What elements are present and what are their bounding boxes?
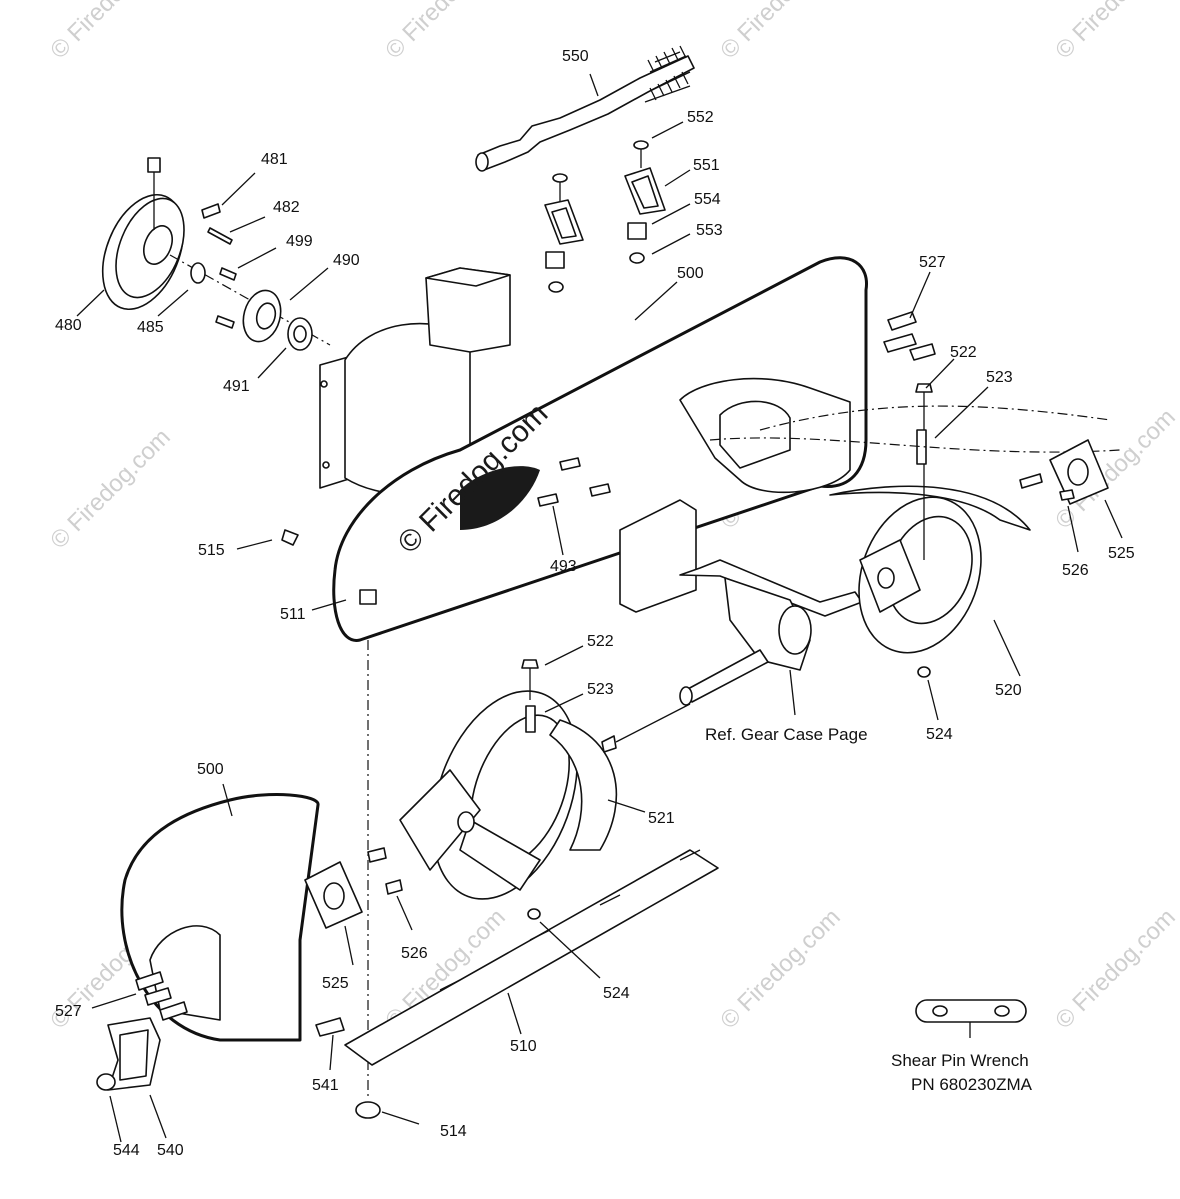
housing-bolts bbox=[281, 311, 936, 546]
callout-527-top: 527 bbox=[919, 254, 946, 271]
callout-554: 554 bbox=[694, 191, 721, 208]
callout-552: 552 bbox=[687, 109, 714, 126]
callout-527-left: 527 bbox=[55, 1003, 82, 1020]
watermark: © Firedog.com bbox=[380, 0, 511, 64]
callout-544: 544 bbox=[113, 1142, 140, 1159]
callout-481: 481 bbox=[261, 151, 288, 168]
callout-521: 521 bbox=[648, 810, 675, 827]
watermark: © Firedog.com bbox=[715, 904, 846, 1035]
callout-525-left: 525 bbox=[322, 975, 349, 992]
watermark: © Firedog.com bbox=[715, 0, 846, 64]
callout-524-mid: 524 bbox=[603, 985, 630, 1002]
callout-522-mid: 522 bbox=[587, 633, 614, 650]
watermark: © Firedog.com bbox=[1050, 0, 1180, 64]
callout-500-bottom: 500 bbox=[197, 761, 224, 778]
bearing-flange-right bbox=[1019, 439, 1109, 505]
callout-485: 485 bbox=[137, 319, 164, 336]
annotations: Ref. Gear Case Page Shear Pin Wrench PN … bbox=[705, 725, 1033, 1094]
chute-clip-assembly-right bbox=[624, 140, 666, 264]
leader-lines bbox=[76, 73, 1123, 1143]
callout-510: 510 bbox=[510, 1038, 537, 1055]
callout-labels: 550 552 551 554 553 481 482 499 490 480 … bbox=[55, 48, 1135, 1159]
callout-491: 491 bbox=[223, 378, 250, 395]
chute-crank-handle bbox=[475, 45, 695, 172]
chute-clip-assembly-left bbox=[544, 173, 584, 293]
callout-490: 490 bbox=[333, 252, 360, 269]
auger-housing-side-plate bbox=[120, 793, 320, 1042]
skid-bracket bbox=[96, 1017, 345, 1091]
nut-514 bbox=[355, 1101, 381, 1119]
wrench-title: Shear Pin Wrench bbox=[891, 1051, 1029, 1070]
callout-551: 551 bbox=[693, 157, 720, 174]
pulley-assembly bbox=[101, 157, 331, 351]
callout-520: 520 bbox=[995, 682, 1022, 699]
callout-511: 511 bbox=[280, 606, 306, 623]
scraper-bar bbox=[344, 849, 719, 1066]
callout-482: 482 bbox=[273, 199, 300, 216]
callout-514: 514 bbox=[440, 1123, 467, 1140]
callout-550: 550 bbox=[562, 48, 589, 65]
callout-523-mid: 523 bbox=[587, 681, 614, 698]
callout-526-left: 526 bbox=[401, 945, 428, 962]
callout-493: 493 bbox=[550, 558, 577, 575]
wrench-part-number: PN 680230ZMA bbox=[911, 1075, 1033, 1094]
callout-522-top: 522 bbox=[950, 344, 977, 361]
watermark: © Firedog.com bbox=[45, 424, 176, 555]
auger-housing: © Firedog.com bbox=[319, 256, 868, 642]
callout-524-right: 524 bbox=[926, 726, 953, 743]
callout-515: 515 bbox=[198, 542, 225, 559]
callout-480: 480 bbox=[55, 317, 82, 334]
callout-541: 541 bbox=[312, 1077, 339, 1094]
callout-553: 553 bbox=[696, 222, 723, 239]
bearing-flange-left bbox=[304, 847, 403, 929]
callout-500-top: 500 bbox=[677, 265, 704, 282]
gear-case-reference: Ref. Gear Case Page bbox=[705, 725, 868, 744]
watermark: © Firedog.com bbox=[1050, 904, 1180, 1035]
callout-499: 499 bbox=[286, 233, 313, 250]
watermark: © Firedog.com bbox=[45, 0, 176, 64]
shear-pin-wrench bbox=[915, 999, 1027, 1038]
callout-525-right: 525 bbox=[1108, 545, 1135, 562]
gear-case-assembly bbox=[619, 499, 863, 716]
auger-impeller-left bbox=[399, 659, 691, 920]
callout-523-top: 523 bbox=[986, 369, 1013, 386]
callout-540: 540 bbox=[157, 1142, 184, 1159]
auger-impeller-right bbox=[709, 383, 1121, 678]
callout-526-right: 526 bbox=[1062, 562, 1089, 579]
